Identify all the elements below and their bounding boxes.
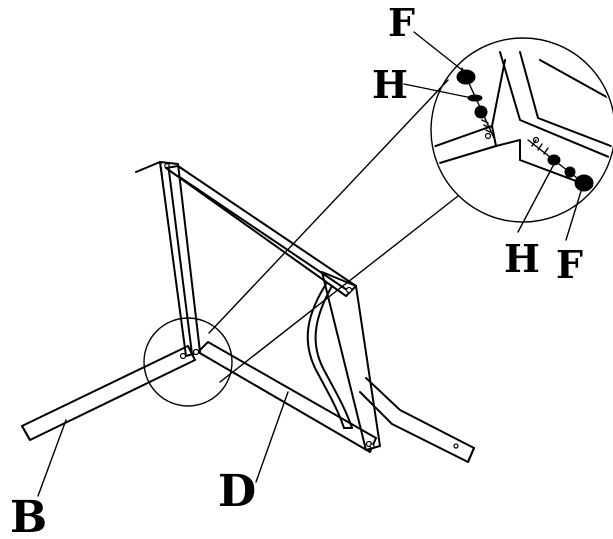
nut-top xyxy=(474,105,488,119)
label-f-bottom: F xyxy=(556,242,583,287)
callout-leader-top xyxy=(208,79,449,334)
detail-circle-large xyxy=(430,37,613,223)
nut-bottom xyxy=(564,166,576,178)
bolt-assembly-top xyxy=(456,67,495,139)
leader-h-bottom xyxy=(517,163,555,233)
bolt-assembly-bottom xyxy=(527,139,594,192)
leader-h-top xyxy=(403,83,473,99)
callout-leader-bottom xyxy=(219,195,459,383)
washer-h-top xyxy=(467,94,483,102)
leader-f-bottom xyxy=(565,187,583,241)
label-f-top: F xyxy=(388,0,415,45)
label-b: B xyxy=(10,492,47,539)
detail-magnified-view xyxy=(433,51,613,197)
label-d: D xyxy=(218,466,256,517)
leader-d xyxy=(255,391,289,483)
top-brace xyxy=(165,165,357,297)
leader-b xyxy=(37,419,67,497)
joint-bolts xyxy=(179,348,200,360)
fastener-f-bottom xyxy=(574,174,594,192)
label-h-top: H xyxy=(372,62,408,107)
vertical-post xyxy=(135,161,201,357)
part-b-tube xyxy=(21,345,196,441)
leader-f-top xyxy=(413,31,463,71)
detail-circle-small xyxy=(143,317,233,407)
label-leaders xyxy=(37,31,583,497)
lower-right-leg xyxy=(359,377,475,463)
fastener-f-top xyxy=(456,69,476,85)
part-d-tube xyxy=(197,341,377,453)
label-h-bottom: H xyxy=(504,236,540,281)
